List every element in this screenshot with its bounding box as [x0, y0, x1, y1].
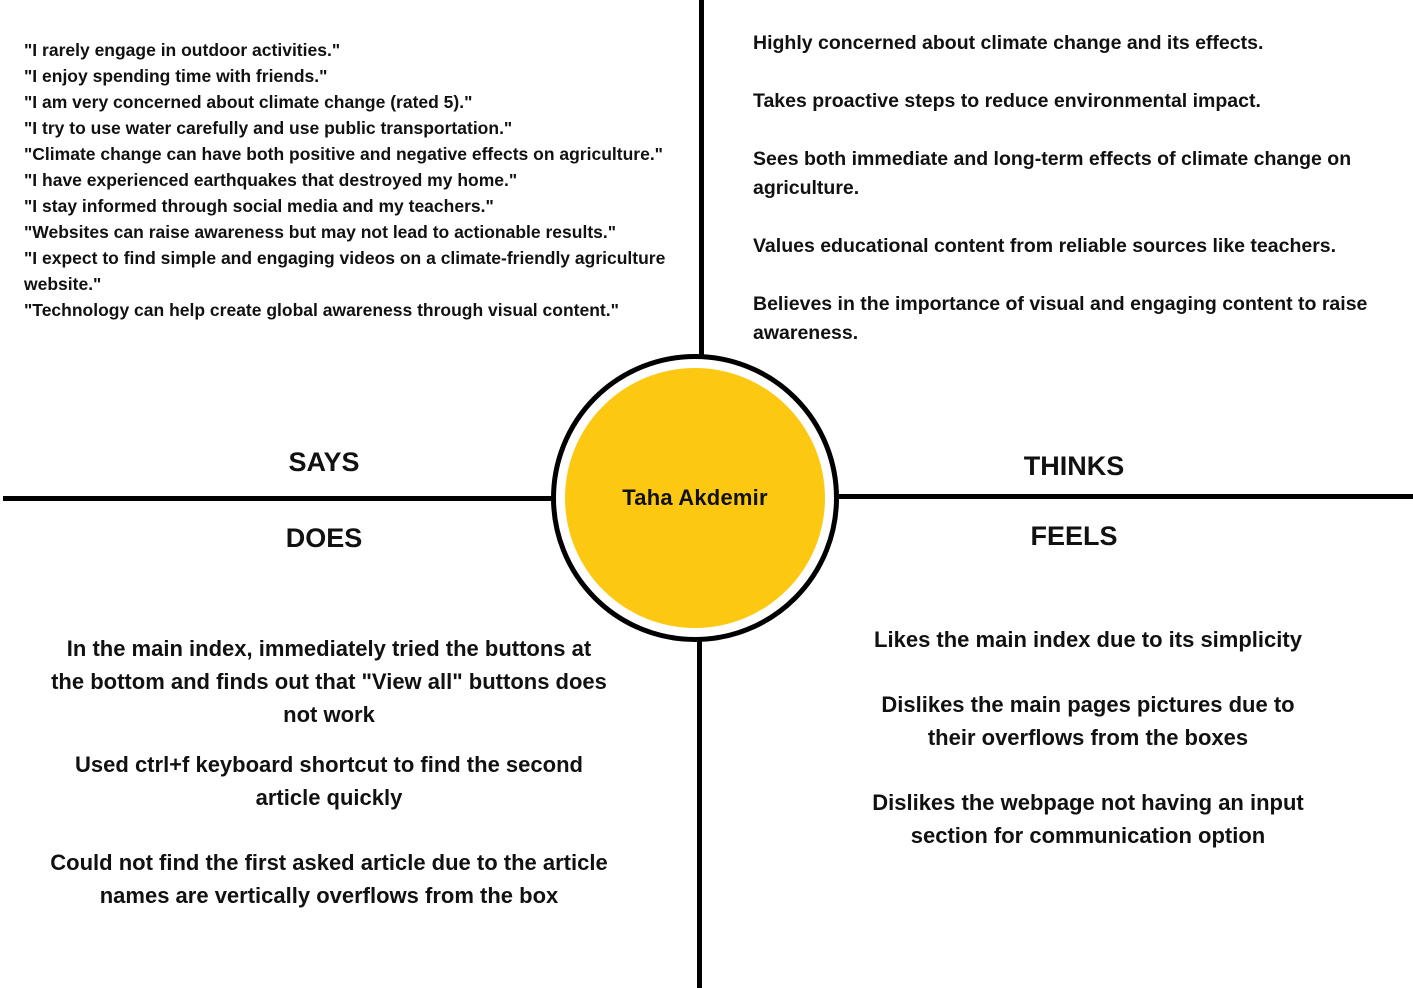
thinks-heading: THINKS — [1023, 451, 1125, 481]
thinks-item: Believes in the importance of visual and… — [753, 293, 1368, 344]
says-item: "I rarely engage in outdoor activities." — [24, 40, 341, 60]
says-item: "Websites can raise awareness but may no… — [24, 222, 617, 242]
says-item: "Climate change can have both positive a… — [24, 144, 663, 164]
thinks-item: Highly concerned about climate change an… — [753, 32, 1264, 54]
does-quadrant: In the main index, immediately tried the… — [50, 632, 608, 912]
says-item: "I am very concerned about climate chang… — [24, 92, 473, 112]
says-item: "I enjoy spending time with friends." — [24, 66, 328, 86]
feels-heading: FEELS — [1030, 521, 1118, 551]
does-item: Could not find the first asked article d… — [50, 850, 608, 908]
feels-item: Dislikes the webpage not having an input… — [872, 790, 1304, 848]
thinks-quadrant: Highly concerned about climate change an… — [753, 29, 1393, 348]
does-heading: DOES — [285, 523, 363, 553]
says-item: "I have experienced earthquakes that des… — [24, 170, 518, 190]
persona-circle: Taha Akdemir — [565, 368, 825, 628]
does-item: In the main index, immediately tried the… — [51, 636, 607, 727]
thinks-item: Sees both immediate and long-term effect… — [753, 148, 1352, 199]
says-item: "Technology can help create global aware… — [24, 300, 619, 320]
persona-name: Taha Akdemir — [622, 485, 768, 510]
says-quadrant: "I rarely engage in outdoor activities."… — [24, 37, 674, 323]
divider-horizontal-left — [3, 496, 555, 501]
does-item: Used ctrl+f keyboard shortcut to find th… — [75, 752, 583, 810]
divider-vertical-top — [699, 0, 704, 372]
says-item: "I try to use water carefully and use pu… — [24, 118, 513, 138]
thinks-item: Takes proactive steps to reduce environm… — [753, 90, 1261, 112]
divider-vertical-bottom — [697, 640, 702, 988]
feels-quadrant: Likes the main index due to its simplici… — [868, 623, 1308, 852]
divider-horizontal-right — [838, 494, 1413, 499]
feels-item: Likes the main index due to its simplici… — [874, 627, 1302, 652]
says-heading: SAYS — [288, 447, 360, 477]
feels-item: Dislikes the main pages pictures due to … — [881, 692, 1295, 750]
says-item: "I expect to find simple and engaging vi… — [24, 248, 666, 294]
says-item: "I stay informed through social media an… — [24, 196, 494, 216]
thinks-item: Values educational content from reliable… — [753, 235, 1337, 257]
